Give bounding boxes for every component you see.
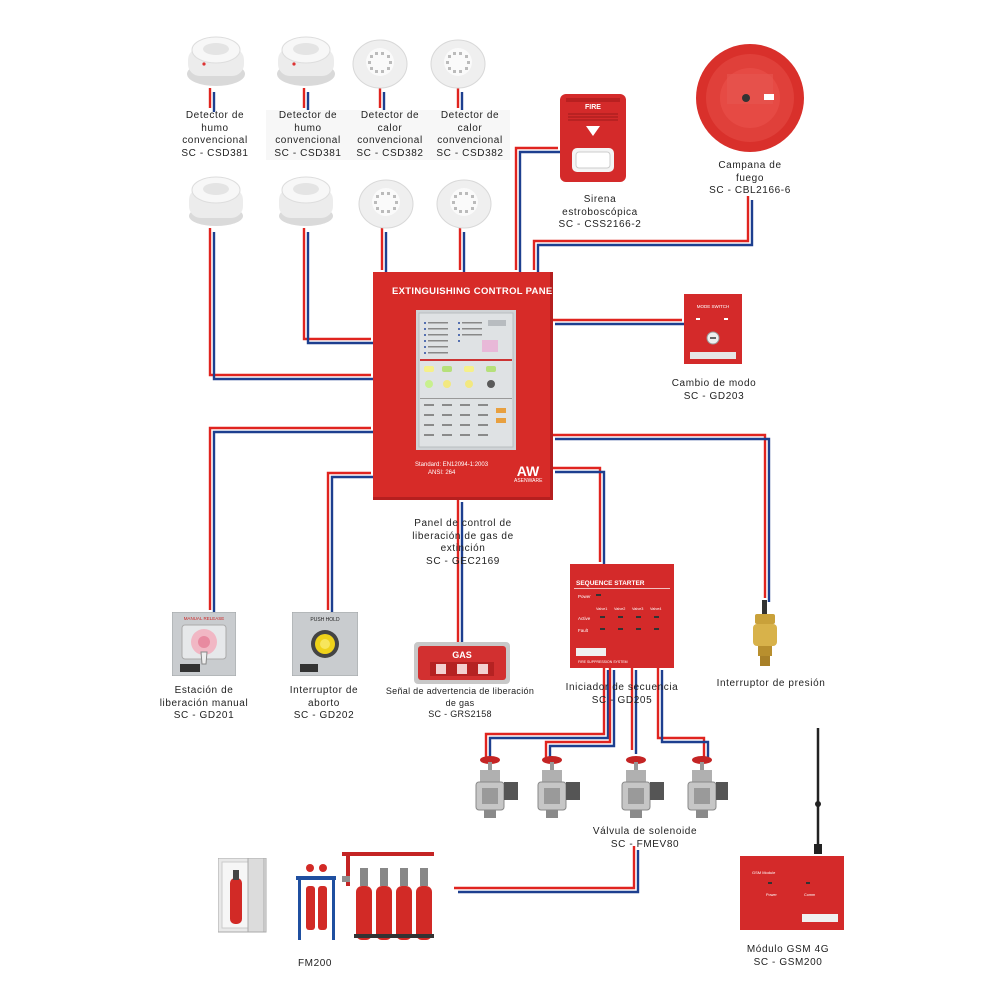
wire-solenoid-fm200-red: [454, 846, 636, 890]
wire-siren-panel-red: [514, 146, 558, 270]
wire-smoke1-panel-red: [208, 228, 371, 377]
wire-seq-v1-red: [484, 666, 606, 758]
svg-text:Valve4: Valve4: [650, 607, 661, 611]
smoke-detector-1-bottom: [189, 176, 243, 226]
wire-smoke2-panel-red: [302, 228, 371, 341]
asenware-logo-icon: AW: [517, 463, 540, 479]
smoke-detector-2-bottom: [279, 176, 333, 226]
wire-siren-panel-blue: [518, 150, 562, 274]
wire-abort-panel-red: [326, 471, 371, 610]
wire-seq-panel-blue: [555, 470, 606, 566]
panel-standard-line-2: ANSI: 264: [428, 470, 456, 476]
svg-text:GSM Module: GSM Module: [752, 870, 776, 875]
svg-text:Fault: Fault: [578, 628, 589, 633]
wire-smoke2-panel-blue: [306, 232, 375, 345]
gas-warning-sign: GAS: [414, 642, 510, 684]
svg-text:Power: Power: [578, 594, 591, 599]
svg-text:AW: AW: [517, 463, 540, 479]
abort-switch: PUSH HOLD: [292, 612, 358, 676]
svg-text:Power: Power: [766, 893, 777, 897]
panel-brand: ASENWARE: [514, 478, 543, 484]
wire-pressure-panel-blue: [555, 437, 771, 602]
solenoid-valve-1: [475, 756, 518, 818]
wire-bell-panel-red: [532, 196, 750, 270]
svg-text:MODE SWITCH: MODE SWITCH: [697, 304, 730, 309]
svg-text:MANUAL RELEASE: MANUAL RELEASE: [184, 616, 225, 621]
wire-manual-panel-red: [208, 426, 371, 610]
svg-text:SEQUENCE STARTER: SEQUENCE STARTER: [576, 580, 645, 587]
wire-seq-v1-blue: [488, 670, 610, 762]
svg-text:Valve1: Valve1: [596, 607, 607, 611]
gsm-module: GSM Module Power Comm: [740, 728, 844, 930]
wire-abort-panel-blue: [330, 475, 375, 614]
fm200-cabinet: [218, 858, 267, 933]
solenoid-valve-2: [537, 756, 580, 818]
wire-seq-v2-red: [544, 666, 612, 758]
wire-pressure-panel-red: [551, 433, 767, 598]
wire-seq-v4-red: [656, 666, 706, 758]
heat-detector-2-top: [430, 39, 486, 89]
wire-solenoid-fm200-blue: [458, 850, 640, 894]
fire-bell: [696, 44, 804, 152]
svg-text:Valve3: Valve3: [632, 607, 643, 611]
strobe-siren: FIRE: [560, 94, 626, 182]
wire-bell-panel-blue: [536, 200, 754, 274]
wire-manual-panel-blue: [212, 430, 375, 614]
panel-title: EXTINGUISHING CONTROL PANEL: [392, 286, 559, 297]
smoke-detector-2-top: [277, 36, 335, 86]
solenoid-valve-3: [621, 756, 664, 818]
wire-group: [208, 88, 771, 894]
panel-display-window: [416, 310, 516, 450]
svg-text:Active: Active: [578, 616, 591, 621]
svg-text:GAS: GAS: [452, 650, 472, 660]
heat-detector-2-bottom: [436, 179, 492, 229]
solenoid-valve-4: [687, 756, 728, 818]
manual-release-station: MANUAL RELEASE: [172, 612, 236, 676]
siren-tag: FIRE: [585, 104, 601, 111]
heat-detector-1-top: [352, 39, 408, 89]
svg-text:PUSH HOLD: PUSH HOLD: [310, 617, 340, 623]
heat-detector-1-bottom: [358, 179, 414, 229]
fm200-cylinder-bank: [296, 852, 434, 940]
wire-smoke1-panel-blue: [212, 232, 375, 381]
mode-switch: MODE SWITCH: [684, 294, 742, 364]
sequence-starter: SEQUENCE STARTER Power Valve1 Valve2 Val…: [570, 564, 674, 668]
wire-seq-v2-blue: [548, 670, 616, 762]
label-pressure-switch: Interruptor de presión: [716, 678, 826, 689]
svg-text:Comm: Comm: [804, 893, 815, 897]
pressure-switch: [753, 600, 777, 666]
wire-seq-panel-red: [551, 466, 602, 562]
svg-text:Valve2: Valve2: [614, 607, 625, 611]
label-fm200: FM200: [297, 958, 333, 969]
smoke-detector-1-top: [187, 36, 245, 86]
panel-standard-line-1: Standard: EN12094-1:2003: [415, 462, 489, 468]
svg-text:FIRE SUPPRESSION SYSTEM: FIRE SUPPRESSION SYSTEM: [578, 660, 628, 664]
wire-seq-v4-blue: [660, 670, 710, 762]
